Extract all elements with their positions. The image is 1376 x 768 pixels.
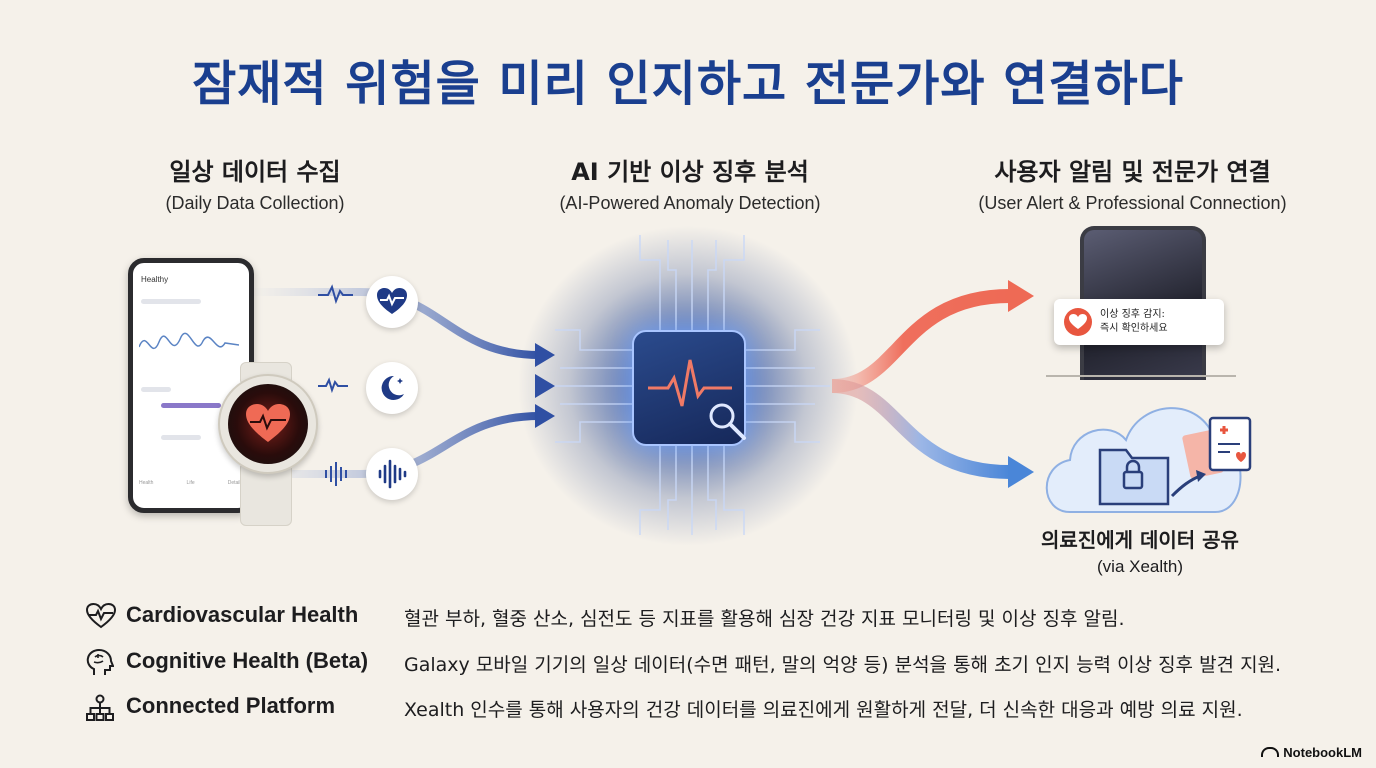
alert-notification: 이상 징후 감지: 즉시 확인하세요 <box>1054 299 1224 345</box>
notebooklm-logo-icon <box>1261 747 1280 757</box>
stage-title-analysis: AI 기반 이상 징후 분석 (AI-Powered Anomaly Detec… <box>520 152 860 214</box>
heart-rate-graph <box>139 332 239 350</box>
stage-title-en: (AI-Powered Anomaly Detection) <box>559 193 821 213</box>
network-nodes-icon <box>86 694 114 721</box>
placeholder-bar <box>141 299 201 304</box>
watch-face <box>228 384 308 464</box>
placeholder-bar <box>161 435 201 440</box>
ai-chip <box>632 330 746 446</box>
feature-desc: Galaxy 모바일 기기의 일상 데이터(수면 패턴, 말의 억양 등) 분석… <box>404 654 1282 676</box>
phone-app-header: Healthy <box>141 275 169 284</box>
feature-cardiovascular: Cardiovascular Health 혈관 부하, 혈중 산소, 심전도 … <box>86 600 1326 634</box>
share-label-ko: 의료진에게 데이터 공유 <box>1041 528 1239 552</box>
alert-line-1: 이상 징후 감지: <box>1100 309 1165 320</box>
stage-title-ko: AI 기반 이상 징후 분석 <box>571 158 809 186</box>
smartwatch <box>218 374 318 474</box>
placeholder-bar <box>141 387 171 392</box>
brain-head-icon <box>86 649 114 675</box>
stage-title-alert: 사용자 알림 및 전문가 연결 (User Alert & Profession… <box>955 152 1310 214</box>
alert-heart-icon <box>1064 308 1092 336</box>
heart-pulse-icon <box>366 276 418 328</box>
arrow-head-share <box>1008 456 1034 488</box>
brand-watermark: NotebookLM <box>1261 745 1362 760</box>
output-arrows <box>831 280 1034 488</box>
magnifier-icon <box>709 403 746 440</box>
phone-tab: Health <box>139 480 154 486</box>
share-label-en: (via Xealth) <box>1097 557 1183 576</box>
feature-name: Connected Platform <box>126 693 336 718</box>
stage-title-ko: 일상 데이터 수집 <box>169 158 341 186</box>
phone-base-line <box>1046 375 1236 377</box>
locked-folder-icon <box>1098 448 1170 506</box>
smartphone-health-app: Healthy Health Life Details <box>128 258 254 513</box>
feature-cognitive: Cognitive Health (Beta) Galaxy 모바일 기기의 일… <box>86 646 1326 680</box>
phone-tabs: Health Life Details <box>139 480 243 486</box>
stage-title-ko: 사용자 알림 및 전문가 연결 <box>994 158 1271 186</box>
brand-name: NotebookLM <box>1283 745 1362 760</box>
heart-pulse-outline-icon <box>86 603 116 629</box>
stage-title-collection: 일상 데이터 수집 (Daily Data Collection) <box>135 152 375 214</box>
watch-band-bottom <box>240 462 292 526</box>
feature-desc: Xealth 인수를 통해 사용자의 건강 데이터를 의료진에게 원활하게 전달… <box>404 699 1243 721</box>
voice-wave-icon <box>366 448 418 500</box>
phone-tab: Details <box>227 480 243 486</box>
circuit-traces <box>545 235 830 535</box>
sleep-bar <box>161 403 221 408</box>
moon-stars-icon <box>366 362 418 414</box>
medical-document-icon <box>1170 416 1252 498</box>
feature-name: Cognitive Health (Beta) <box>126 648 369 673</box>
feature-desc: 혈관 부하, 혈중 산소, 심전도 등 지표를 활용해 심장 건강 지표 모니터… <box>404 608 1125 630</box>
feature-platform: Connected Platform Xealth 인수를 통해 사용자의 건강… <box>86 691 1326 725</box>
share-label: 의료진에게 데이터 공유 (via Xealth) <box>1010 524 1270 577</box>
phone-tab: Life <box>186 480 195 486</box>
watch-heart-icon <box>246 404 290 442</box>
stage-title-en: (User Alert & Professional Connection) <box>978 193 1287 213</box>
feature-name: Cardiovascular Health <box>126 602 359 627</box>
arrow-head-alert <box>1008 280 1034 312</box>
pulse-wave-icon <box>648 359 732 407</box>
alert-line-2: 즉시 확인하세요 <box>1100 323 1168 334</box>
page-title: 잠재적 위험을 미리 인지하고 전문가와 연결하다 <box>192 56 1184 112</box>
stage-title-en: (Daily Data Collection) <box>165 193 345 213</box>
